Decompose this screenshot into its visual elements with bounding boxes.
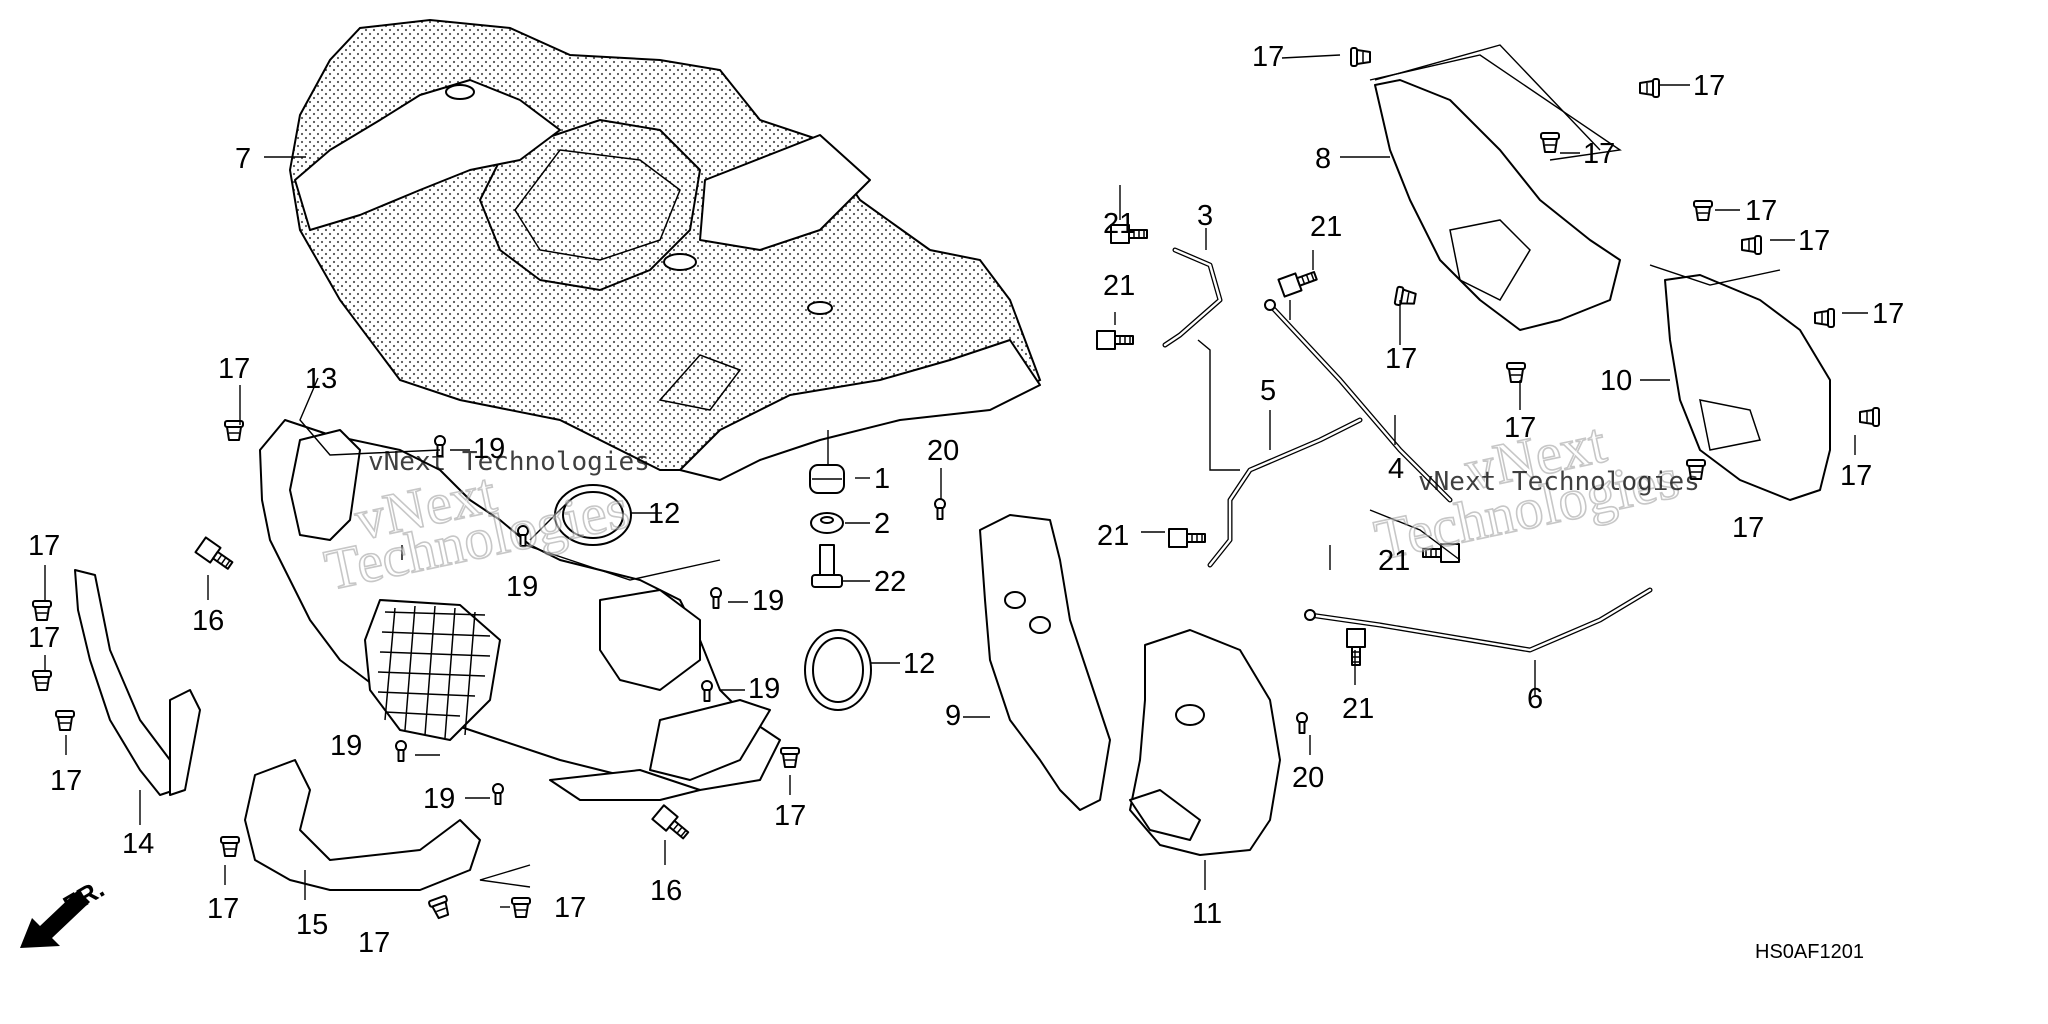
front-cover-upper xyxy=(288,18,1042,481)
rubber-mount-1 xyxy=(809,464,845,494)
lower-bracket xyxy=(244,759,481,891)
inner-fender-lower xyxy=(1129,629,1281,856)
callout-labels: 7 21 3 21 21 5 4 21 21 21 6 8 17 17 17 1… xyxy=(28,41,1904,959)
callout-19-e: 19 xyxy=(330,730,362,762)
callout-21b: 21 xyxy=(1103,270,1135,302)
callout-3: 3 xyxy=(1197,200,1213,232)
callout-8: 8 xyxy=(1315,143,1331,175)
callout-4: 4 xyxy=(1388,453,1404,485)
callout-6: 6 xyxy=(1527,683,1543,715)
callout-16-left: 16 xyxy=(192,605,224,637)
callout-19-a: 19 xyxy=(473,433,505,465)
callout-17-l: 17 xyxy=(28,530,60,562)
callout-17-e: 17 xyxy=(1798,225,1830,257)
callout-17-n: 17 xyxy=(50,765,82,797)
grommet-12-left xyxy=(554,484,632,546)
callout-17-r: 17 xyxy=(774,800,806,832)
diagram-code: HS0AF1201 xyxy=(1755,941,1864,963)
side-strip-left xyxy=(74,569,201,796)
watermark-line1-right: vNext xyxy=(1459,410,1611,503)
callout-15: 15 xyxy=(296,909,328,941)
callout-2: 2 xyxy=(874,508,890,540)
callout-17-q: 17 xyxy=(554,892,586,924)
bolt-16-bottom xyxy=(651,804,693,844)
callout-21d: 21 xyxy=(1097,520,1129,552)
callout-17-k: 17 xyxy=(218,353,250,385)
callout-22: 22 xyxy=(874,566,906,598)
callout-12-right: 12 xyxy=(903,648,935,680)
callout-14: 14 xyxy=(122,828,154,860)
grommet-12-right xyxy=(804,629,872,711)
callout-21c: 21 xyxy=(1310,211,1342,243)
callout-17-b: 17 xyxy=(1693,70,1725,102)
callout-17-c: 17 xyxy=(1583,138,1615,170)
callout-17-d: 17 xyxy=(1745,195,1777,227)
bolt-22 xyxy=(811,544,843,588)
callout-17-j: 17 xyxy=(1732,512,1764,544)
callout-17-a: 17 xyxy=(1252,41,1284,73)
callout-7: 7 xyxy=(235,143,251,175)
callout-17-g: 17 xyxy=(1385,343,1417,375)
stay-rods xyxy=(1162,247,1653,653)
front-direction-arrow: FR. xyxy=(20,873,109,948)
callout-20-a: 20 xyxy=(927,435,959,467)
collar-2 xyxy=(810,512,844,534)
callout-1: 1 xyxy=(874,463,890,495)
callout-17-h: 17 xyxy=(1504,412,1536,444)
callout-19-d: 19 xyxy=(748,673,780,705)
callout-21: 21 xyxy=(1103,208,1135,240)
front-lower-body xyxy=(259,419,781,801)
callout-21f: 21 xyxy=(1342,693,1374,725)
callout-19-c: 19 xyxy=(752,585,784,617)
callout-20-b: 20 xyxy=(1292,762,1324,794)
callout-17-i: 17 xyxy=(1840,460,1872,492)
grille-mesh xyxy=(377,605,491,739)
callout-12-left: 12 xyxy=(648,498,680,530)
mud-guard-upper xyxy=(1374,79,1621,331)
mud-guard-lower xyxy=(1664,274,1831,501)
callout-17-p: 17 xyxy=(358,927,390,959)
callout-17-f: 17 xyxy=(1872,298,1904,330)
callout-10: 10 xyxy=(1600,365,1632,397)
callout-19-f: 19 xyxy=(423,783,455,815)
callout-21e: 21 xyxy=(1378,545,1410,577)
inner-fender-left xyxy=(979,514,1111,811)
callout-17-m: 17 xyxy=(28,622,60,654)
callout-9: 9 xyxy=(945,700,961,732)
callout-11: 11 xyxy=(1192,898,1222,930)
callout-16-bottom: 16 xyxy=(650,875,682,907)
callout-13: 13 xyxy=(305,363,337,395)
watermark-inline-right: vNext Technologies xyxy=(1418,467,1700,497)
callout-19-b: 19 xyxy=(506,571,538,603)
callout-17-o: 17 xyxy=(207,893,239,925)
bolt-16-left xyxy=(194,536,237,574)
watermark-inline: vNext Technologies xyxy=(368,447,650,477)
leader-lines xyxy=(44,44,1868,908)
callout-5: 5 xyxy=(1260,375,1276,407)
